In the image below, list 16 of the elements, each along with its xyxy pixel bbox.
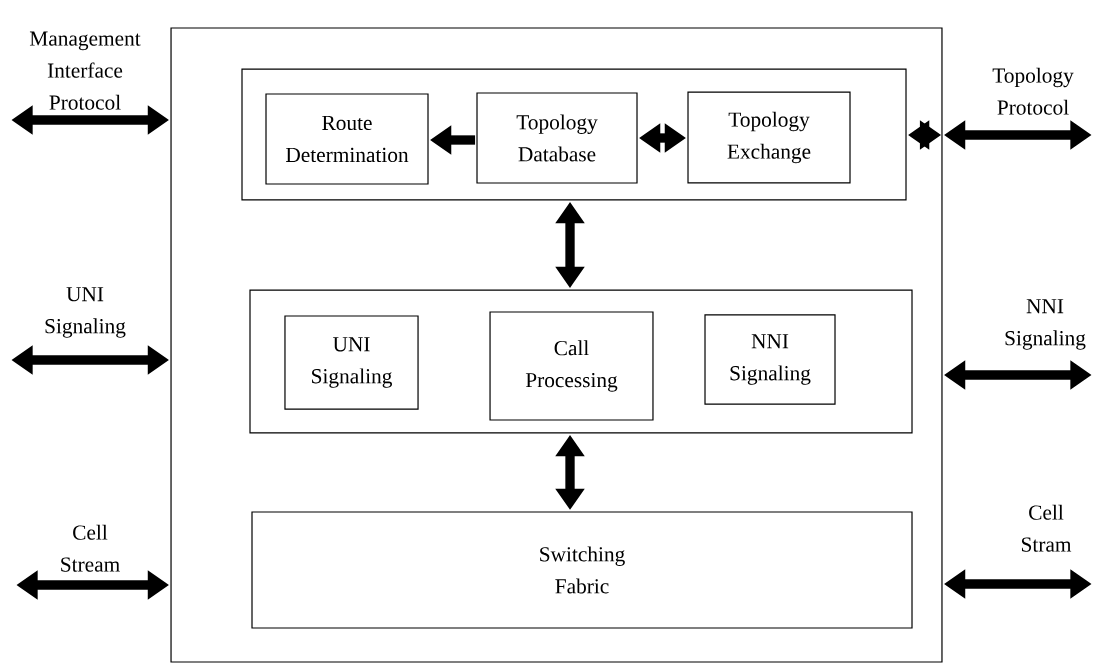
edge-label: Management Interface Protocol <box>29 31 141 110</box>
module-group-box <box>241 68 907 201</box>
edge-label: Topology Protocol <box>992 67 1074 115</box>
edge-label: Cell Stram <box>1021 504 1072 552</box>
edge-label: NNI Signaling <box>1005 299 1086 350</box>
process-box: Switching Fabric <box>251 511 913 629</box>
system-box <box>170 27 943 663</box>
process-box: Topology Database <box>476 92 638 184</box>
edge-label: Cell Stream <box>61 524 120 572</box>
module-group-box <box>249 289 913 434</box>
process-box: Topology Exchange <box>687 91 851 184</box>
process-box: NNI Signaling <box>704 314 836 405</box>
process-box: Call Processing <box>489 311 654 421</box>
process-box: UNI Signaling <box>284 315 419 410</box>
process-box: Route Determination <box>265 93 429 185</box>
edge-label: UNI Signaling <box>45 287 126 338</box>
